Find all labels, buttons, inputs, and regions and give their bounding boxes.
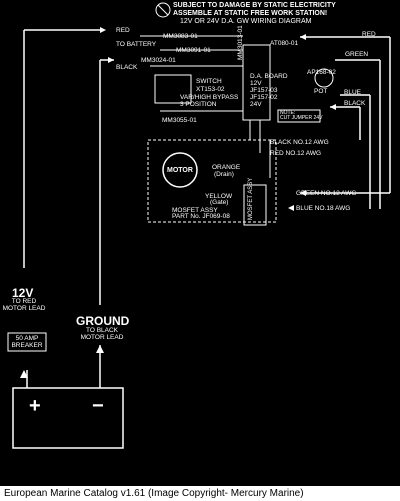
switch-label-2: XT153-02 xyxy=(196,86,225,93)
green-wire-right-label: GREEN xyxy=(345,51,369,58)
pot-label-2: AP168-02 xyxy=(307,69,336,76)
note-label-2: CUT JUMPER 24V xyxy=(280,115,323,121)
note-label-1: NOTE: xyxy=(280,110,296,116)
black-wire-label: BLACK xyxy=(116,64,138,71)
orange-wire-label-2: (Drain) xyxy=(214,171,234,178)
blue-wire-right-label: BLUE xyxy=(344,89,361,96)
part-mm3083: MM3083-01 xyxy=(163,33,198,40)
da-board-label-1: D.A. BOARD xyxy=(250,73,288,80)
orange-wire-label-1: ORANGE xyxy=(212,164,241,171)
voltage-label: 12V xyxy=(12,286,34,300)
to-red-label-2: MOTOR LEAD xyxy=(2,305,46,312)
to-red-label-1: TO RED xyxy=(11,298,37,305)
mosfet-label-2: PART No. JF069-08 xyxy=(172,213,230,220)
black-awg-label: BLACK NO.12 AWG xyxy=(270,139,329,146)
ground-label: GROUND xyxy=(76,314,130,328)
part-mm3055: MM3055-01 xyxy=(162,117,197,124)
warning-line-1: SUBJECT TO DAMAGE BY STATIC ELECTRICITY xyxy=(173,2,336,9)
green-awg-label: GREEN NO.12 AWG xyxy=(296,190,357,197)
warning-line-2: ASSEMBLE AT STATIC FREE WORK STATION! xyxy=(173,10,328,17)
to-black-label-2: MOTOR LEAD xyxy=(80,334,124,341)
diagram-title: 12V OR 24V D.A. GW WIRING DIAGRAM xyxy=(180,18,312,25)
yellow-wire-label-2: (Gate) xyxy=(210,199,229,206)
mosfet-side-label: MOSFET ASSY xyxy=(248,177,254,220)
to-black-label-1: TO BLACK xyxy=(85,327,119,334)
da-board-outline xyxy=(242,44,271,121)
mosfet-label-1: MOSFET ASSY xyxy=(172,207,218,214)
battery-minus-terminal: − xyxy=(92,395,104,417)
switch-body xyxy=(154,74,192,104)
part-mm3013: MM3013-01 xyxy=(237,25,244,60)
breaker-label-2: BREAKER xyxy=(11,342,43,349)
switch-label-3: VAR/HIGH BYPASS xyxy=(180,94,239,101)
motor-label: MOTOR xyxy=(167,167,193,174)
mosfet-side-box xyxy=(243,184,267,226)
breaker-label-1: 50 AMP xyxy=(15,335,39,342)
yellow-wire-label-1: YELLOW xyxy=(205,193,233,200)
red-to-battery-label-1: RED xyxy=(116,27,130,34)
motor-circle xyxy=(162,152,198,188)
pot-circle xyxy=(314,68,334,88)
da-board-label-3: JF157-03 xyxy=(250,87,278,94)
breaker-box xyxy=(7,332,47,352)
ground-arrow xyxy=(96,345,104,353)
positive-arrow xyxy=(20,370,28,378)
red-awg-label: RED NO.12 AWG xyxy=(270,150,322,157)
image-caption: European Marine Catalog v1.61 (Image Cop… xyxy=(0,486,400,501)
da-board-label-2: 12V xyxy=(250,80,262,87)
part-at080: AT080-01 xyxy=(270,40,299,47)
blue-awg-label: BLUE NO.18 AWG xyxy=(296,205,351,212)
part-mm3091: MM3091-01 xyxy=(176,47,211,54)
da-board-label-4: JF157-02 xyxy=(250,94,278,101)
pot-label-1: POT xyxy=(314,88,328,95)
switch-label-4: 3 POSITION xyxy=(180,101,217,108)
switch-label-1: SWITCH xyxy=(196,78,222,85)
static-warning-icon xyxy=(155,2,171,18)
red-to-battery-label-2: TO BATTERY xyxy=(116,41,157,48)
red-wire-right-label: RED xyxy=(362,31,376,38)
battery-plus-terminal: + xyxy=(29,395,41,417)
part-mm3024: MM3024-01 xyxy=(141,57,176,64)
da-board-label-5: 24V xyxy=(250,101,262,108)
black-wire-right-label: BLACK xyxy=(344,100,366,107)
battery-body xyxy=(12,387,124,449)
